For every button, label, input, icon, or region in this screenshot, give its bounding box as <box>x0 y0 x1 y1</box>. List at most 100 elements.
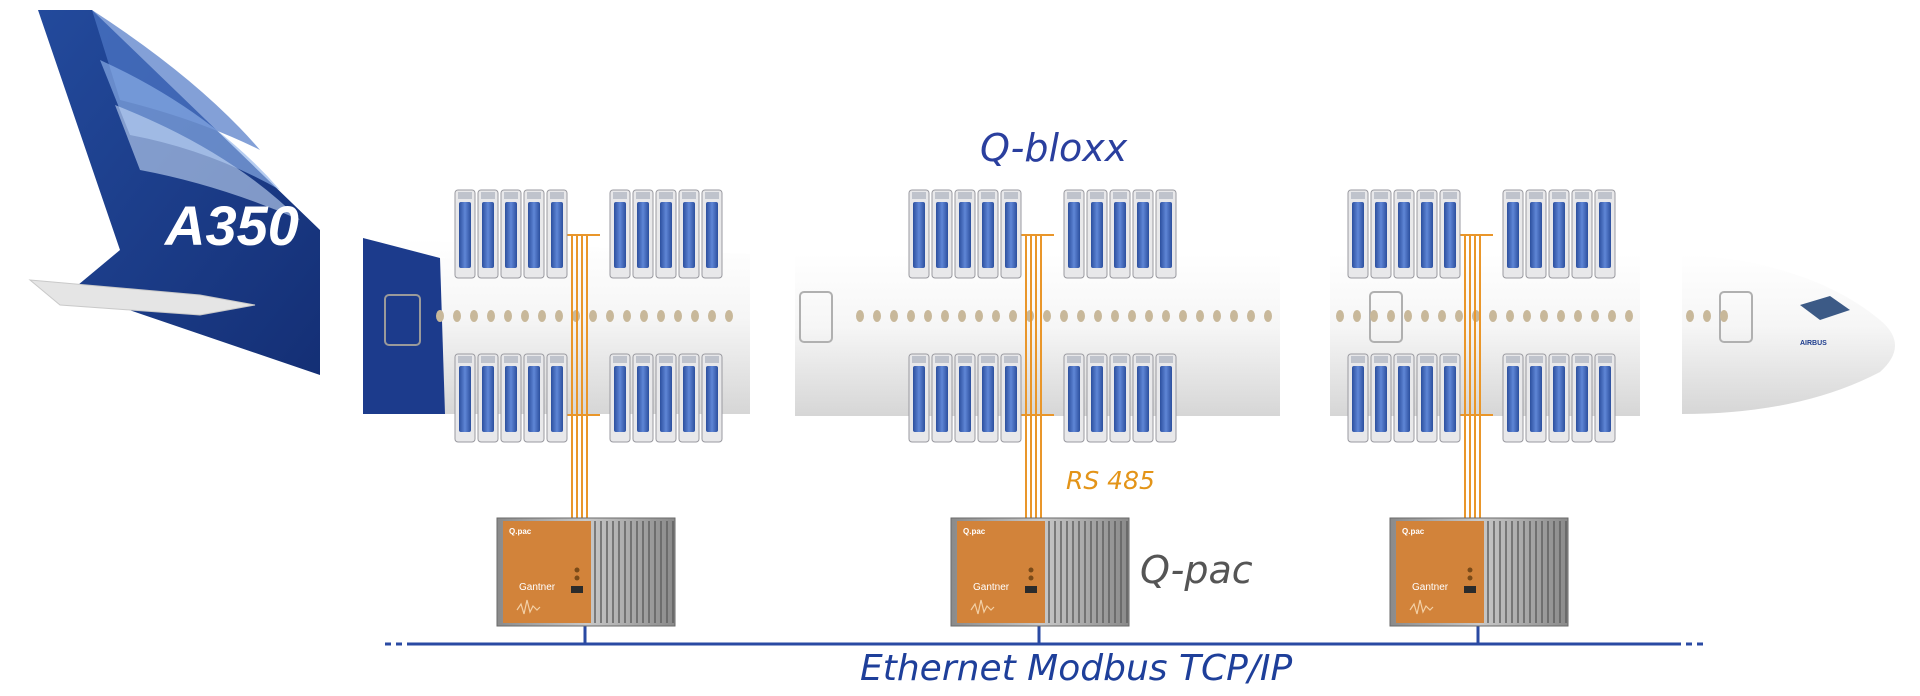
window <box>1247 310 1255 322</box>
rs485-wiring <box>565 234 1493 525</box>
window <box>538 310 546 322</box>
window <box>1077 310 1085 322</box>
window <box>1213 310 1221 322</box>
q-bloxx-label: Q-bloxx <box>980 126 1128 170</box>
window <box>1720 310 1728 322</box>
window <box>1686 310 1694 322</box>
window <box>1557 310 1565 322</box>
window <box>924 310 932 322</box>
window <box>1703 310 1711 322</box>
bloxx-group <box>1063 189 1177 279</box>
window <box>691 310 699 322</box>
window <box>1404 310 1412 322</box>
window <box>521 310 529 322</box>
bloxx-group <box>454 189 568 279</box>
window <box>958 310 966 322</box>
window <box>1094 310 1102 322</box>
window <box>1264 310 1272 322</box>
window <box>589 310 597 322</box>
gantner-logo: Gantner <box>1412 582 1449 593</box>
window <box>606 310 614 322</box>
gantner-logo: Gantner <box>519 582 556 593</box>
waveform-icon <box>516 599 541 615</box>
q-bloxx-modules <box>454 189 1616 443</box>
usb-port <box>1464 586 1476 593</box>
usb-port <box>1025 586 1037 593</box>
rs485-bundle <box>1019 234 1054 525</box>
waveform-icon <box>1409 599 1434 615</box>
aircraft-tail: A350 <box>28 10 320 375</box>
ethernet-label: Ethernet Modbus TCP/IP <box>860 648 1293 689</box>
window <box>1489 310 1497 322</box>
window <box>907 310 915 322</box>
bloxx-group <box>609 353 723 443</box>
window <box>1455 310 1463 322</box>
gantner-logo: Gantner <box>973 582 1010 593</box>
window <box>453 310 461 322</box>
window <box>640 310 648 322</box>
bloxx-group <box>1502 353 1616 443</box>
bloxx-group <box>908 353 1022 443</box>
waveform-icon <box>970 599 995 615</box>
window <box>504 310 512 322</box>
window <box>941 310 949 322</box>
q-pac-label: Q-pac <box>1140 548 1253 592</box>
window <box>1523 310 1531 322</box>
window <box>1179 310 1187 322</box>
window <box>623 310 631 322</box>
bloxx-group <box>908 189 1022 279</box>
rs485-label: RS 485 <box>1066 466 1155 495</box>
usb-port <box>571 586 583 593</box>
window <box>992 310 1000 322</box>
window <box>1387 310 1395 322</box>
window <box>555 310 563 322</box>
window <box>1608 310 1616 322</box>
model-label: A350 <box>163 194 299 257</box>
window <box>1591 310 1599 322</box>
window <box>1196 310 1204 322</box>
window <box>1128 310 1136 322</box>
window <box>1230 310 1238 322</box>
bloxx-group <box>1502 189 1616 279</box>
window <box>1506 310 1514 322</box>
fuselage: AIRBUS <box>363 238 1895 416</box>
brand-label: AIRBUS <box>1800 340 1827 347</box>
window <box>975 310 983 322</box>
q-pac-badge: Q.pac <box>1402 527 1425 536</box>
window <box>1111 310 1119 322</box>
window <box>1145 310 1153 322</box>
q-pac-badge: Q.pac <box>509 527 532 536</box>
window <box>1421 310 1429 322</box>
rs485-bundle <box>1458 234 1493 525</box>
window <box>1353 310 1361 322</box>
bloxx-group <box>1347 353 1461 443</box>
bloxx-group <box>454 353 568 443</box>
window <box>1574 310 1582 322</box>
window <box>1162 310 1170 322</box>
window <box>1370 310 1378 322</box>
window <box>725 310 733 322</box>
window <box>708 310 716 322</box>
window <box>657 310 665 322</box>
q-pac-badge: Q.pac <box>963 527 986 536</box>
window <box>436 310 444 322</box>
window <box>873 310 881 322</box>
window <box>1625 310 1633 322</box>
bloxx-group <box>1347 189 1461 279</box>
window <box>1336 310 1344 322</box>
window <box>487 310 495 322</box>
window <box>470 310 478 322</box>
window <box>1009 310 1017 322</box>
window <box>1043 310 1051 322</box>
bloxx-group <box>609 189 723 279</box>
window <box>856 310 864 322</box>
window <box>674 310 682 322</box>
ethernet-bus <box>385 626 1705 646</box>
window <box>1438 310 1446 322</box>
